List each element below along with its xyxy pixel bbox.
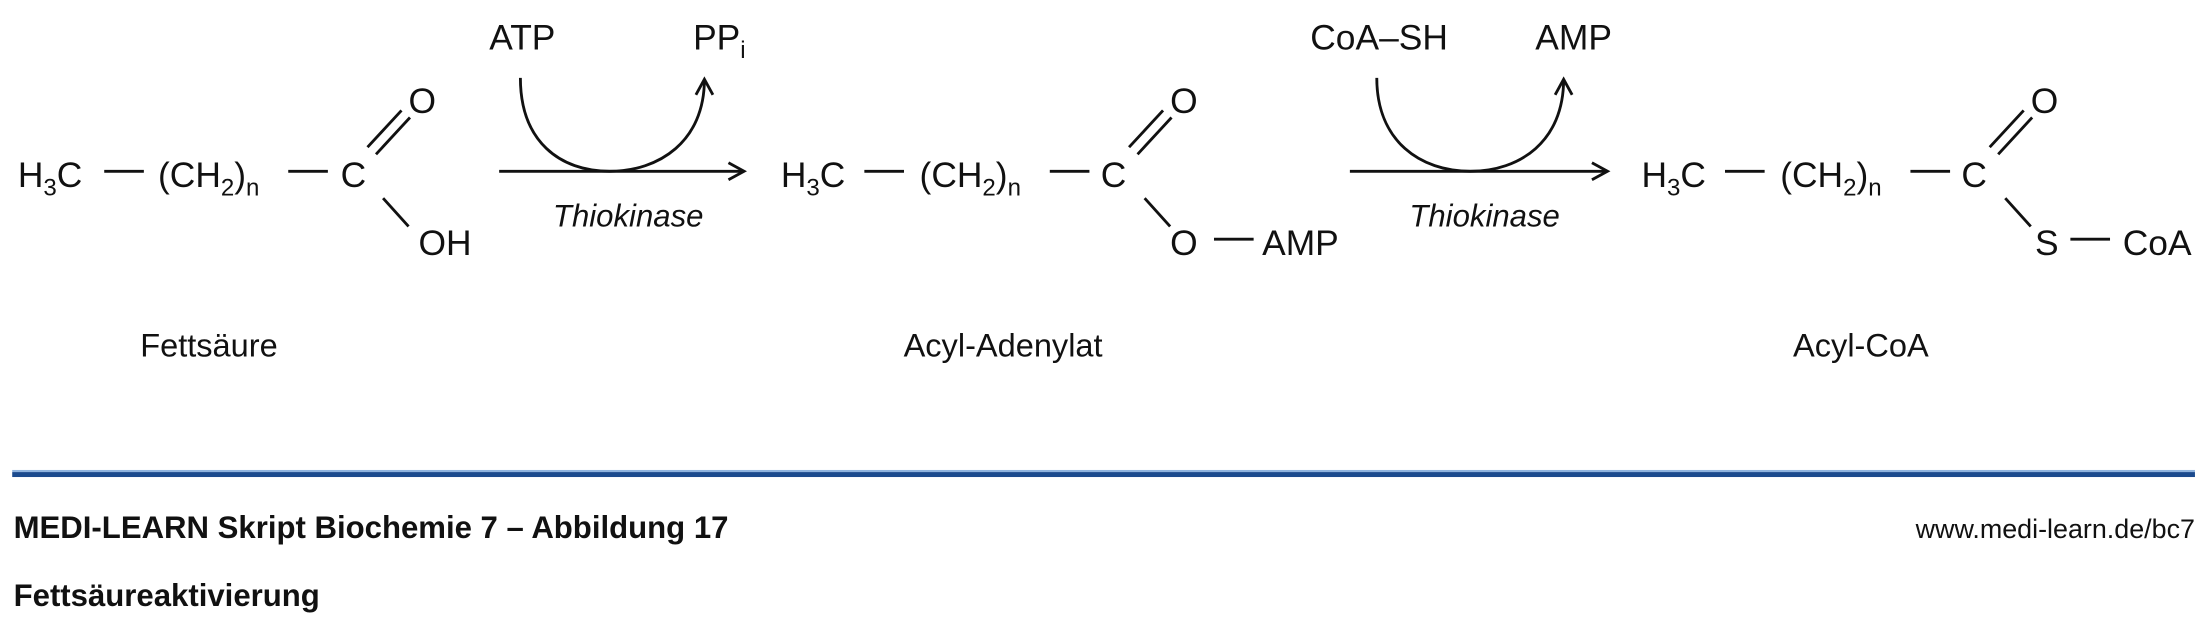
oxygen: O: [409, 82, 437, 121]
coa-group: CoA: [2123, 224, 2192, 263]
methylene-chain: (CH2)n: [1780, 156, 1881, 201]
double-bond: [1988, 109, 2025, 149]
oxygen: O: [2031, 82, 2059, 121]
methyl-group: H3C: [781, 156, 845, 201]
methylene-chain: (CH2)n: [920, 156, 1021, 201]
double-bond: [366, 109, 403, 149]
hydroxyl-group: OH: [418, 224, 471, 263]
carbonyl-carbon: C: [1961, 156, 1987, 195]
thioester-sulfur: S: [2035, 224, 2059, 263]
enzyme-label: Thiokinase: [1409, 198, 1560, 233]
methyl-group: H3C: [18, 156, 82, 201]
single-bond: [1143, 197, 1172, 228]
carbonyl-carbon: C: [1101, 156, 1127, 195]
figure-title: MEDI-LEARN Skript Biochemie 7 – Abbildun…: [14, 510, 729, 545]
amp-group: AMP: [1262, 224, 1339, 263]
double-bond: [1997, 116, 2034, 156]
double-bond: [374, 116, 412, 156]
methylene-chain: (CH2)n: [158, 156, 259, 201]
carbonyl-carbon: C: [341, 156, 367, 195]
label-acyl-coa: Acyl-CoA: [1793, 328, 1929, 364]
figure-subtitle: Fettsäureaktivierung: [14, 578, 320, 613]
cofactor-out-amp: AMP: [1535, 19, 1612, 58]
label-fettsaeure: Fettsäure: [140, 328, 277, 364]
double-bond: [1136, 116, 1173, 156]
label-acyl-adenylat: Acyl-Adenylat: [904, 328, 1103, 364]
reaction-arrow-1: ATP PPi Thiokinase: [489, 19, 746, 233]
cofactor-in-atp: ATP: [489, 19, 555, 58]
cofactor-curved-arrow: [518, 78, 704, 173]
cofactor-in-coa-sh: CoA–SH: [1310, 19, 1448, 58]
cofactor-out-ppi: PPi: [693, 19, 746, 64]
source-url: www.medi-learn.de/bc7: [1915, 514, 2195, 544]
enzyme-label: Thiokinase: [553, 198, 704, 233]
molecule-fatty-acid: H3C (CH2)n C O OH Fettsäure: [18, 82, 472, 363]
oxygen: O: [1170, 82, 1198, 121]
single-bond: [2004, 197, 2032, 228]
footer-rule: [12, 472, 2195, 478]
footer-rule-highlight: [12, 469, 2195, 473]
ester-oxygen: O: [1170, 224, 1198, 263]
molecule-acyl-adenylate: H3C (CH2)n C O O AMP Acyl-Adenylat: [781, 82, 1339, 363]
methyl-group: H3C: [1641, 156, 1705, 201]
reaction-arrow-2: CoA–SH AMP Thiokinase: [1310, 19, 1612, 234]
molecule-acyl-coa: H3C (CH2)n C O S CoA Acyl-CoA: [1641, 82, 2191, 363]
double-bond: [1128, 109, 1165, 149]
single-bond: [382, 197, 410, 228]
cofactor-curved-arrow: [1375, 78, 1564, 173]
